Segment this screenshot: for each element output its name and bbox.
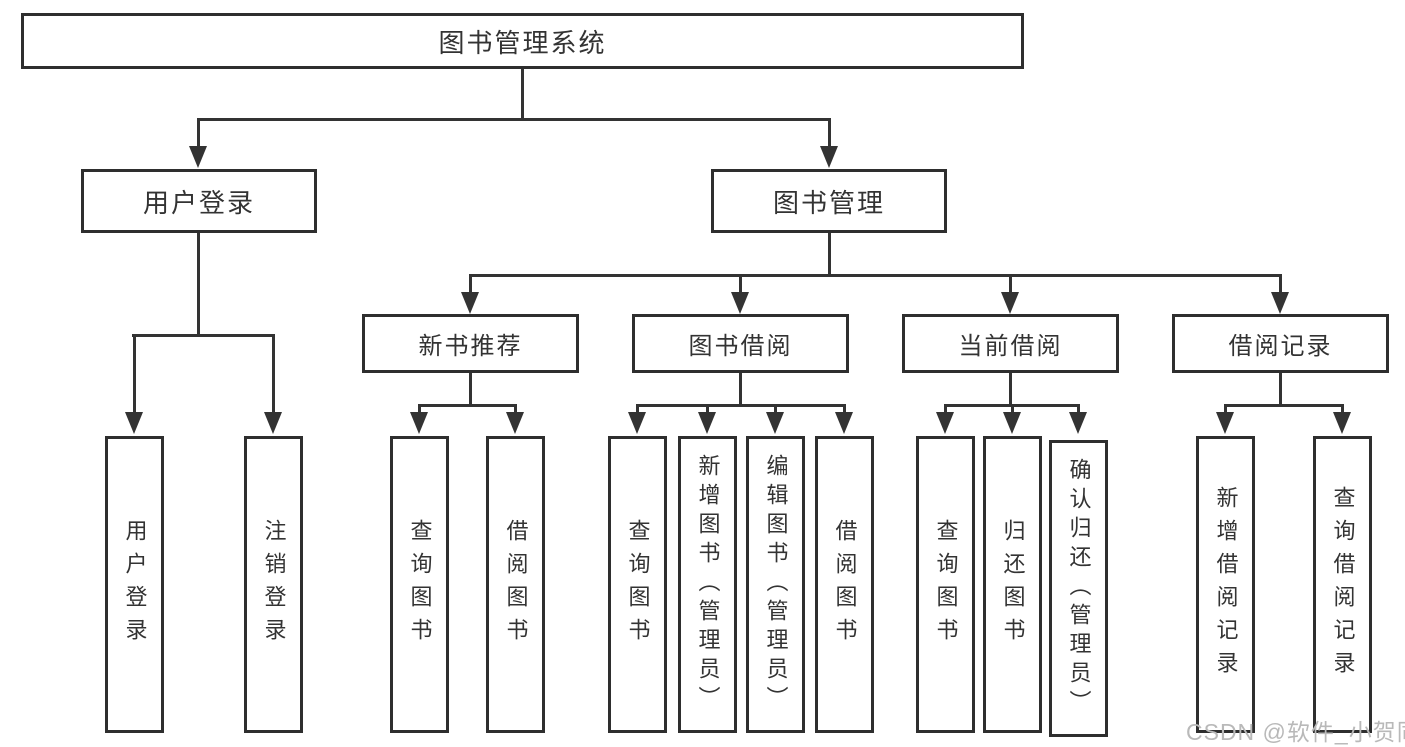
connector-arrowhead (628, 412, 646, 434)
connector-nbr-hline (418, 404, 517, 407)
connector-drop-leaf-user-login (133, 334, 136, 414)
connector-arrowhead (1003, 412, 1021, 434)
connector-leaf-drop (706, 404, 709, 416)
connector-arrowhead (506, 412, 524, 434)
node-book-management-label: 图书管理 (772, 187, 885, 218)
leaf-br-add-record: 新增借阅记录 (1196, 436, 1255, 733)
node-root-label: 图书管理系统 (438, 27, 607, 58)
leaf-cb-query-books: 查询图书 (916, 436, 975, 733)
connector-root-stub (521, 69, 524, 120)
leaf-nbr-borrow-books-label: 借阅图书 (503, 518, 529, 651)
connector-arrowhead (835, 412, 853, 434)
connector-arrowhead (461, 292, 479, 314)
connector-arrowhead (1333, 412, 1351, 434)
leaf-logout-login-label: 注销登录 (261, 518, 287, 651)
connector-br-stub (1279, 373, 1282, 406)
leaf-bb-edit-books-admin: 编辑图书（管理员） (746, 436, 805, 733)
connector-arrowhead (125, 412, 143, 434)
leaf-bb-borrow-books-label: 借阅图书 (832, 518, 858, 651)
leaf-br-query-record-label: 查询借阅记录 (1330, 485, 1356, 684)
node-new-book-recommend: 新书推荐 (362, 314, 579, 373)
connector-drop-book-borrow (739, 274, 742, 294)
connector-user-login-hline (132, 334, 275, 337)
node-new-book-recommend-label: 新书推荐 (418, 333, 523, 360)
leaf-user-login: 用户登录 (105, 436, 164, 733)
connector-drop-book-management (828, 118, 831, 150)
connector-drop-new-book (469, 274, 472, 294)
connector-drop-leaf-logout (272, 334, 275, 414)
node-current-borrow-label: 当前借阅 (958, 333, 1063, 360)
leaf-nbr-borrow-books: 借阅图书 (486, 436, 545, 733)
node-user-login: 用户登录 (81, 169, 317, 233)
connector-arrowhead (820, 146, 838, 168)
connector-leaf-drop (774, 404, 777, 416)
connector-leaf-drop (1077, 404, 1080, 416)
connector-leaf-drop (636, 404, 639, 416)
leaf-br-query-record: 查询借阅记录 (1313, 436, 1372, 733)
connector-drop-current-borrow (1009, 274, 1012, 294)
connector-book-mgmt-hline (469, 274, 1282, 277)
connector-leaf-drop (1011, 404, 1014, 416)
node-book-management: 图书管理 (711, 169, 947, 233)
connector-bb-stub (739, 373, 742, 406)
leaf-nbr-query-books: 查询图书 (390, 436, 449, 733)
connector-leaf-drop (944, 404, 947, 416)
connector-leaf-drop (418, 404, 421, 416)
connector-user-login-stub (197, 233, 200, 336)
leaf-bb-add-books-admin-label: 新增图书（管理员） (695, 454, 721, 715)
connector-arrowhead (189, 146, 207, 168)
connector-nbr-stub (469, 373, 472, 406)
connector-arrowhead (1216, 412, 1234, 434)
csdn-watermark: CSDN @软件_小贺同学 (1186, 719, 1405, 745)
leaf-bb-query-books-label: 查询图书 (625, 518, 651, 651)
node-borrow-records-label: 借阅记录 (1228, 333, 1333, 360)
connector-arrowhead (766, 412, 784, 434)
node-book-borrow-label: 图书借阅 (688, 333, 793, 360)
connector-drop-user-login (197, 118, 200, 150)
leaf-nbr-query-books-label: 查询图书 (407, 518, 433, 651)
node-borrow-records: 借阅记录 (1172, 314, 1389, 373)
connector-leaf-drop (1224, 404, 1227, 416)
connector-leaf-drop (843, 404, 846, 416)
connector-arrowhead (936, 412, 954, 434)
leaf-cb-confirm-return-admin: 确认归还（管理员） (1049, 440, 1108, 737)
node-user-login-label: 用户登录 (142, 187, 255, 218)
leaf-bb-query-books: 查询图书 (608, 436, 667, 733)
leaf-bb-edit-books-admin-label: 编辑图书（管理员） (763, 454, 789, 715)
connector-br-hline (1224, 404, 1343, 407)
connector-arrowhead (731, 292, 749, 314)
leaf-bb-borrow-books: 借阅图书 (815, 436, 874, 733)
leaf-logout-login: 注销登录 (244, 436, 303, 733)
connector-drop-borrow-records (1279, 274, 1282, 294)
node-root: 图书管理系统 (21, 13, 1024, 69)
connector-arrowhead (1069, 412, 1087, 434)
connector-arrowhead (698, 412, 716, 434)
leaf-cb-return-books: 归还图书 (983, 436, 1042, 733)
connector-arrowhead (1001, 292, 1019, 314)
connector-book-mgmt-stub (828, 233, 831, 276)
connector-level1-hline (197, 118, 831, 121)
node-current-borrow: 当前借阅 (902, 314, 1119, 373)
connector-arrowhead (264, 412, 282, 434)
leaf-cb-return-books-label: 归还图书 (1000, 518, 1026, 651)
connector-arrowhead (410, 412, 428, 434)
connector-bb-hline (636, 404, 845, 407)
leaf-cb-query-books-label: 查询图书 (933, 518, 959, 651)
leaf-cb-confirm-return-admin-label: 确认归还（管理员） (1066, 458, 1092, 719)
leaf-bb-add-books-admin: 新增图书（管理员） (678, 436, 737, 733)
connector-cb-stub (1009, 373, 1012, 406)
leaf-user-login-label: 用户登录 (122, 518, 148, 651)
connector-arrowhead (1271, 292, 1289, 314)
leaf-br-add-record-label: 新增借阅记录 (1213, 485, 1239, 684)
node-book-borrow: 图书借阅 (632, 314, 849, 373)
connector-leaf-drop (1341, 404, 1344, 416)
connector-leaf-drop (514, 404, 517, 416)
